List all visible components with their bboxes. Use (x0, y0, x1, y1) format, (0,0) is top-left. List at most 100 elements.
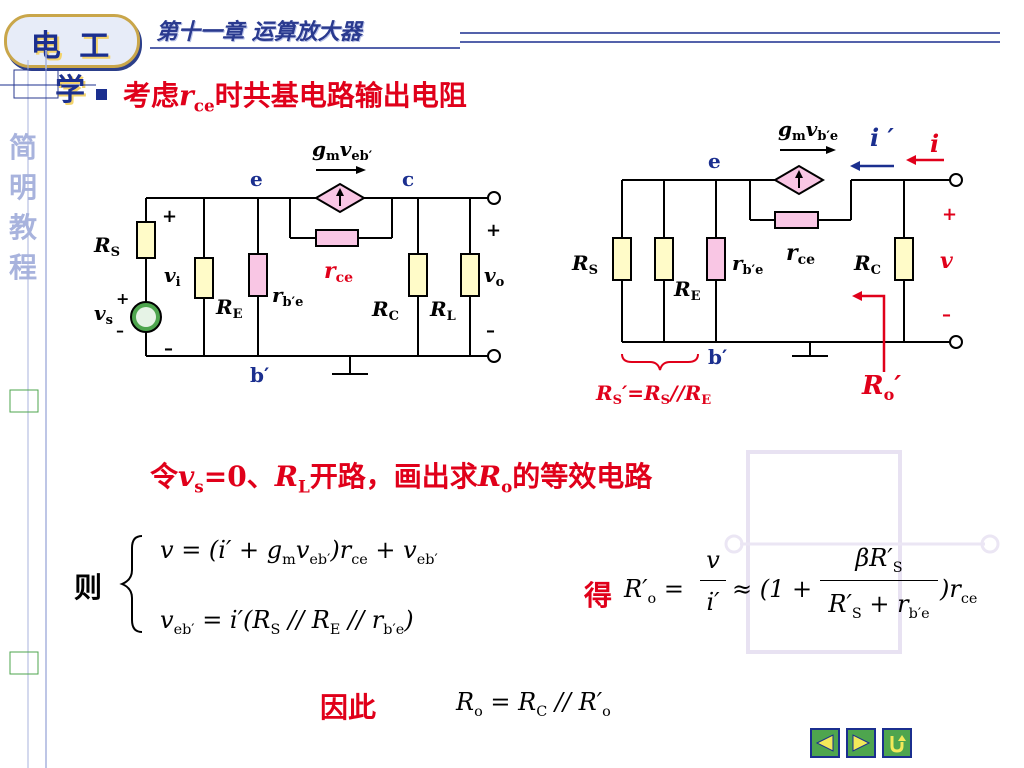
side-title-char: 简 (8, 131, 37, 164)
resistor-rs (136, 221, 156, 259)
rbe-label: rb′e (272, 283, 303, 310)
rl-label: RL (429, 297, 456, 324)
resistor-rs (612, 237, 632, 281)
caption-vs: v (178, 460, 195, 493)
vs-plus: + (116, 289, 129, 308)
v-label: v (940, 248, 953, 274)
input-terminal (949, 335, 963, 349)
rce-label: rce (786, 240, 815, 268)
side-title-char: 教 (8, 211, 37, 244)
output-terminal (487, 349, 501, 363)
fraction2-den: R′S + rb′e (828, 590, 930, 622)
equation-1: v = (i′ + gmveb′)rce + veb′ (160, 536, 438, 568)
ro-label: Ro′ (861, 371, 901, 404)
rc-label: RC (853, 251, 881, 278)
next-icon (852, 734, 871, 752)
gm-label: gmveb′ (312, 137, 373, 164)
bullet-icon (96, 89, 107, 100)
node-e-label: e (708, 149, 721, 173)
headline-suffix: 时共基电路输出电阻 (214, 79, 467, 112)
resistor-rbe (706, 237, 726, 281)
caption-rl: R (274, 460, 298, 493)
logo-text: 电 工 学 (30, 29, 114, 108)
rbe-label: rb′e (732, 251, 763, 278)
rs-parallel-label: RS′=RS//RE (595, 381, 711, 408)
slide-headline: 考虑rce时共基电路输出电阻 (96, 74, 467, 116)
caption-suffix: 的等效电路 (512, 460, 653, 493)
equation-2: veb′ = i′(RS // RE // rb′e) (160, 606, 414, 638)
fraction-bar (700, 580, 726, 581)
output-terminal (487, 191, 501, 205)
vs-minus: – (116, 321, 124, 340)
result-tail: )rce (940, 575, 978, 607)
resistor-rc (894, 237, 914, 281)
node-b-label: b′ (250, 363, 269, 387)
caption-prefix: 令 (150, 460, 179, 493)
resistor-rce (774, 211, 819, 229)
brace-rs-re (621, 353, 699, 371)
return-icon (890, 735, 906, 753)
gm-label: gmvb′e (778, 117, 838, 144)
re-label: RE (673, 277, 701, 304)
hence-label: 因此 (320, 691, 377, 724)
fraction-num: v (706, 546, 720, 574)
vi-minus: – (164, 338, 173, 359)
final-equation: Ro = RC // R′o (456, 688, 611, 720)
vo-minus: – (486, 320, 495, 341)
rc-label: RC (371, 297, 399, 324)
node-b-label: b′ (708, 345, 727, 369)
fraction2-num: βR′S (855, 544, 903, 576)
side-title-char: 明 (8, 171, 37, 204)
get-label: 得 (584, 579, 613, 612)
caption-eq: =0、 (203, 460, 275, 493)
rs-label: RS (571, 251, 598, 278)
i-prime-label: i ′ (870, 123, 894, 152)
resistor-re (194, 257, 214, 299)
rs-label: RS (93, 233, 120, 260)
caption-ro: R (477, 460, 502, 493)
vs-label: vs (94, 301, 113, 328)
side-title: 简 明 教 程 (6, 128, 40, 288)
node-c-label: c (402, 167, 414, 191)
resistor-rl (460, 253, 480, 297)
vo-label: vo (484, 263, 505, 290)
resistor-rce (315, 229, 359, 247)
vi-plus: + (162, 206, 177, 227)
return-button[interactable] (882, 728, 912, 758)
v-plus: + (942, 204, 957, 225)
equivalent-output-circuit: gmvb′e i ′ i e b′ RS RE rb′e rce RC + v … (571, 117, 963, 408)
headline-var: r (179, 79, 194, 112)
rce-label: rce (324, 258, 353, 286)
fraction2-bar (820, 580, 938, 581)
result-lhs: R′o = (624, 575, 684, 607)
common-base-circuit: gmveb′ e c b′ RS vs + – + vi – RE rb′e r… (93, 137, 505, 387)
headline-prefix: 考虑 (123, 79, 180, 112)
headline-sub: ce (193, 95, 215, 116)
prev-button[interactable] (810, 728, 840, 758)
approx-term: ≈ (1 + (732, 575, 813, 603)
caption-vs-sub: s (194, 476, 204, 497)
re-label: RE (215, 295, 243, 322)
input-terminal (949, 173, 963, 187)
caption-ro-sub: o (501, 476, 513, 497)
vo-plus: + (486, 220, 501, 241)
side-title-char: 程 (8, 251, 37, 284)
node-e-label: e (250, 167, 263, 191)
chapter-title: 第十一章 运算放大器 (156, 19, 362, 45)
v-minus: – (942, 304, 951, 325)
caption-mid: 开路，画出求 (309, 460, 478, 493)
i-label: i (930, 129, 939, 158)
resistor-re (654, 237, 674, 281)
prev-icon (815, 734, 834, 752)
caption: 令vs=0、RL开路，画出求Ro的等效电路 (150, 455, 652, 497)
logo-badge: 电 工 学 (4, 14, 140, 108)
resistor-rc (408, 253, 428, 297)
resistor-rbe (248, 253, 268, 297)
fraction-den: i′ (706, 588, 720, 616)
next-button[interactable] (846, 728, 876, 758)
vi-label: vi (164, 263, 181, 290)
left-brace (119, 535, 143, 633)
caption-rl-sub: L (297, 476, 310, 497)
then-label: 则 (74, 571, 103, 604)
